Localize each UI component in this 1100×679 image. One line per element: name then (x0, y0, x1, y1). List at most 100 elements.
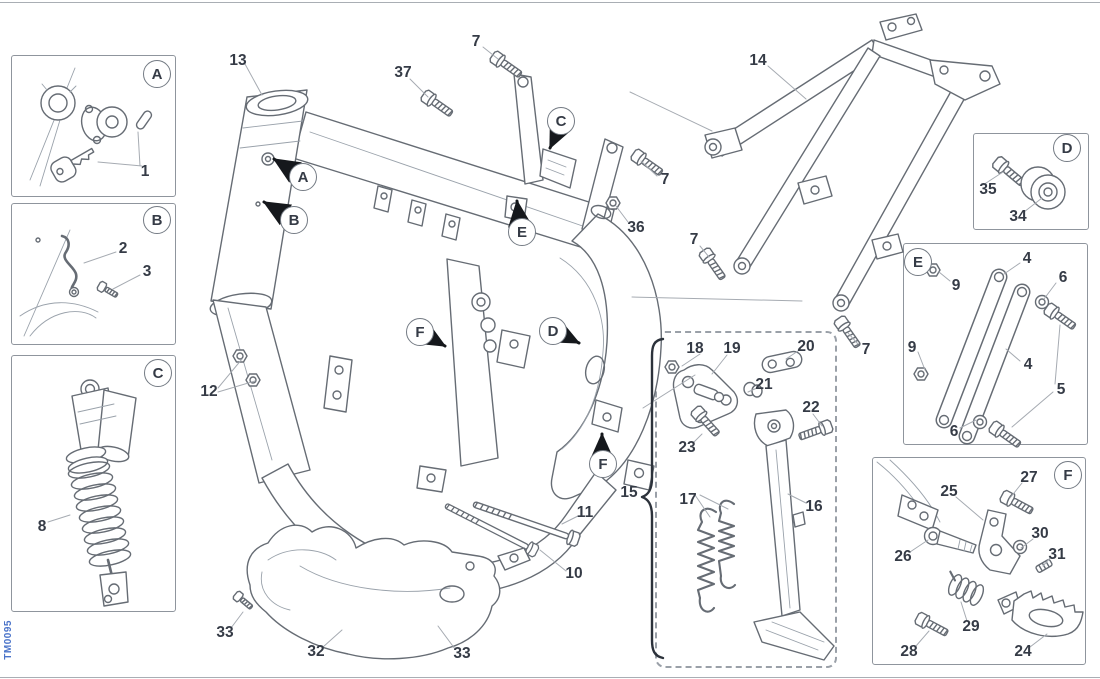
page-bottom-rule (0, 677, 1100, 678)
inset-box-F (872, 457, 1086, 665)
pin-31 (1035, 559, 1053, 573)
part-number-label-13: 13 (229, 52, 247, 69)
part-number-label-24: 24 (1014, 643, 1032, 660)
part-number-label-4: 4 (1022, 250, 1032, 267)
part-number-label-6: 6 (1058, 269, 1068, 286)
part-number-label-16: 16 (805, 498, 823, 515)
part-number-label-31: 31 (1048, 546, 1066, 563)
inset-box-D (973, 133, 1089, 230)
part-number-label-7: 7 (660, 171, 670, 188)
part-number-label-7: 7 (471, 33, 481, 50)
inset-letter-E: E (904, 248, 932, 276)
part-number-label-14: 14 (749, 52, 767, 69)
washer-6-icon (972, 414, 988, 430)
nut-36-icon (605, 196, 621, 210)
nut-9-icon (913, 367, 929, 381)
part-number-label-9: 9 (951, 277, 961, 294)
part-number-label-19: 19 (723, 340, 741, 357)
link-straps-drawing (913, 263, 1080, 452)
part-number-label-15: 15 (620, 484, 638, 501)
part-number-label-12: 12 (200, 383, 218, 400)
nut-12-icon (232, 349, 248, 363)
part-number-label-10: 10 (565, 565, 583, 582)
part-number-label-18: 18 (686, 340, 704, 357)
part-number-label-30: 30 (1031, 525, 1049, 542)
callout-F: F (589, 450, 617, 478)
callout-arrows (262, 119, 614, 460)
subframe-drawing (704, 13, 1001, 312)
inset-letter-D: D (1053, 134, 1081, 162)
figure-code: TM0095 (3, 620, 14, 660)
part-number-label-29: 29 (962, 618, 980, 635)
bolt-28-icon (912, 610, 951, 641)
footrest-bracket-25 (978, 509, 1021, 575)
inset-letter-A: A (143, 60, 171, 88)
spring-17 (717, 499, 737, 590)
inset-box-E (903, 243, 1088, 445)
ignition-lock-drawing (29, 67, 153, 187)
part-number-label-1: 1 (140, 163, 150, 180)
part-number-label-23: 23 (678, 439, 696, 456)
nut-12-icon (245, 373, 261, 387)
shock-drawing (65, 379, 137, 607)
spring-29 (947, 570, 985, 606)
bolt-7-icon (487, 48, 526, 82)
part-number-label-6: 6 (949, 423, 959, 440)
part-number-label-21: 21 (755, 376, 773, 393)
part-number-label-28: 28 (900, 643, 918, 660)
inset-letter-C: C (144, 359, 172, 387)
leader-lines (47, 46, 1061, 650)
callout-D: D (539, 317, 567, 345)
lever-drawing (19, 229, 121, 337)
frame-drawing (209, 73, 663, 596)
callout-E: E (508, 218, 536, 246)
nut-18-icon (664, 360, 680, 374)
part-number-label-2: 2 (118, 240, 128, 257)
stand-foot (753, 611, 835, 661)
group-15-brace (640, 337, 665, 660)
part-number-label-26: 26 (894, 548, 912, 565)
pin-1 (135, 110, 153, 130)
rod-2 (60, 234, 78, 292)
part-number-label-33: 33 (453, 645, 471, 662)
part-number-label-36: 36 (627, 219, 645, 236)
footpeg-24 (1011, 590, 1084, 637)
callout-F: F (406, 318, 434, 346)
part-number-label-37: 37 (394, 64, 412, 81)
part-number-label-33: 33 (216, 624, 234, 641)
spring-17 (696, 507, 718, 613)
bolt-7-icon (696, 245, 730, 284)
part-number-label-25: 25 (940, 483, 958, 500)
part-number-label-22: 22 (802, 399, 820, 416)
part-number-label-7: 7 (689, 231, 699, 248)
inset-box-A (11, 55, 176, 197)
inset-box-B (11, 203, 176, 345)
part-number-label-34: 34 (1009, 208, 1027, 225)
part-number-label-8: 8 (37, 518, 47, 535)
part-number-label-20: 20 (797, 338, 815, 355)
part-number-label-35: 35 (979, 181, 997, 198)
part-number-label-17: 17 (679, 491, 697, 508)
bolt-5-icon (1041, 300, 1080, 334)
page-top-rule (0, 2, 1100, 3)
washer-30-icon (1012, 539, 1028, 555)
part-number-label-11: 11 (576, 504, 594, 521)
footrest-drawing (876, 459, 1084, 641)
dashed-group-box-15 (655, 331, 837, 668)
part-number-label-32: 32 (307, 643, 325, 660)
bolt-7-icon (831, 313, 865, 352)
inset-letter-F: F (1054, 461, 1082, 489)
bolt-22-icon (796, 417, 835, 445)
bolt-5-icon (986, 418, 1025, 452)
inset-box-C (11, 355, 176, 612)
callout-B: B (280, 206, 308, 234)
inset-letter-B: B (143, 206, 171, 234)
part-number-label-7: 7 (861, 341, 871, 358)
sidestand-group-drawing (664, 350, 835, 661)
part-number-label-4: 4 (1023, 356, 1033, 373)
part-number-label-27: 27 (1020, 469, 1038, 486)
part-number-label-9: 9 (907, 339, 917, 356)
callout-A: A (289, 163, 317, 191)
